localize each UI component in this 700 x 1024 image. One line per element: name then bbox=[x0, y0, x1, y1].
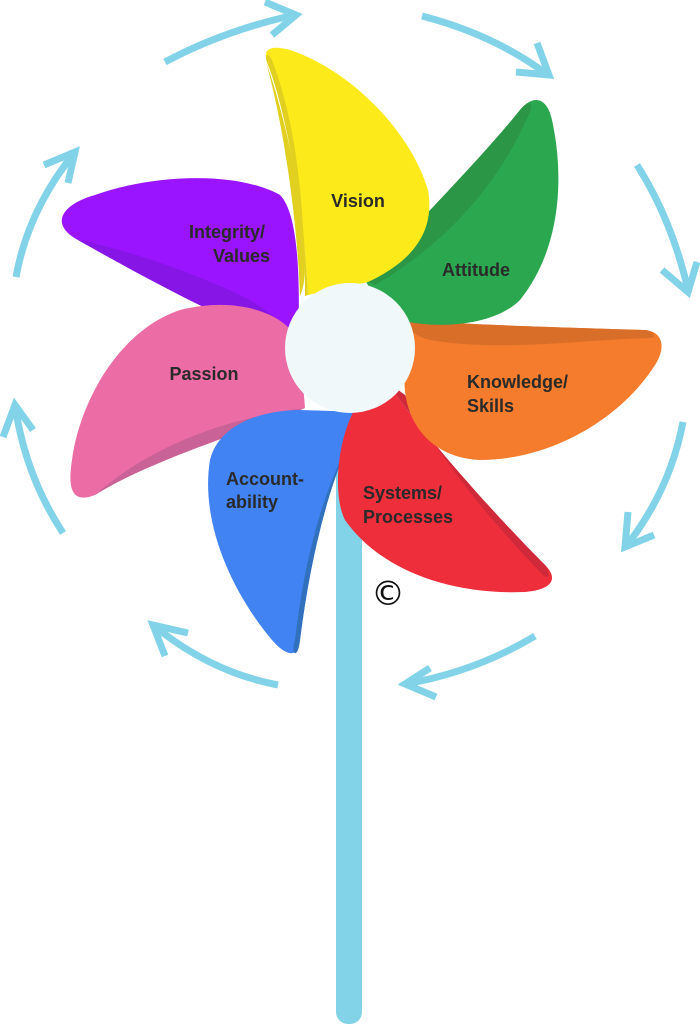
blade-label-knowledge-skills: Knowledge/ Skills bbox=[467, 372, 573, 416]
blade-vision: Vision bbox=[265, 47, 430, 297]
blade-accountability-body bbox=[208, 410, 365, 654]
rotation-arrow-left-upper bbox=[12, 146, 80, 278]
blade-label-systems-processes: Systems/ Processes bbox=[363, 483, 453, 527]
pinwheel-hub bbox=[285, 283, 415, 413]
rotation-arrow-left-lower bbox=[0, 397, 66, 535]
blade-label-passion: Passion bbox=[169, 364, 238, 384]
blade-label-vision: Vision bbox=[331, 191, 385, 211]
blade-accountability: Account- ability bbox=[208, 410, 365, 654]
blade-systems-processes-fold bbox=[385, 380, 549, 577]
blade-accountability-fold bbox=[293, 412, 365, 654]
blade-systems-processes-body bbox=[337, 380, 553, 593]
rotation-arrows bbox=[0, 0, 700, 701]
blade-knowledge-skills: Knowledge/ Skills bbox=[404, 320, 662, 460]
blade-label-attitude: Attitude bbox=[442, 260, 510, 280]
pinwheel-blades: Integrity/ Values Passion Account- abili… bbox=[61, 47, 662, 654]
rotation-arrow-right-lower bbox=[621, 421, 687, 553]
rotation-arrow-bottom-left bbox=[147, 620, 279, 689]
blade-knowledge-skills-body bbox=[404, 320, 662, 460]
blade-vision-fold bbox=[266, 62, 305, 296]
blade-passion-body bbox=[70, 304, 305, 498]
rotation-arrow-bottom-right bbox=[397, 632, 537, 701]
blade-label-accountability: Account- ability bbox=[226, 469, 309, 512]
blade-knowledge-skills-fold bbox=[405, 320, 655, 346]
blade-passion: Passion bbox=[70, 304, 305, 498]
pinwheel-stick bbox=[336, 400, 362, 1024]
blade-vision-body bbox=[265, 47, 430, 295]
copyright-symbol: © bbox=[371, 574, 405, 614]
rotation-arrow-right-upper bbox=[634, 163, 700, 299]
rotation-arrow-top-left bbox=[163, 0, 303, 66]
blade-systems-processes: Systems/ Processes bbox=[337, 380, 553, 593]
rotation-arrow-top-right bbox=[421, 12, 555, 79]
blade-label-integrity-values: Integrity/ Values bbox=[189, 222, 270, 266]
